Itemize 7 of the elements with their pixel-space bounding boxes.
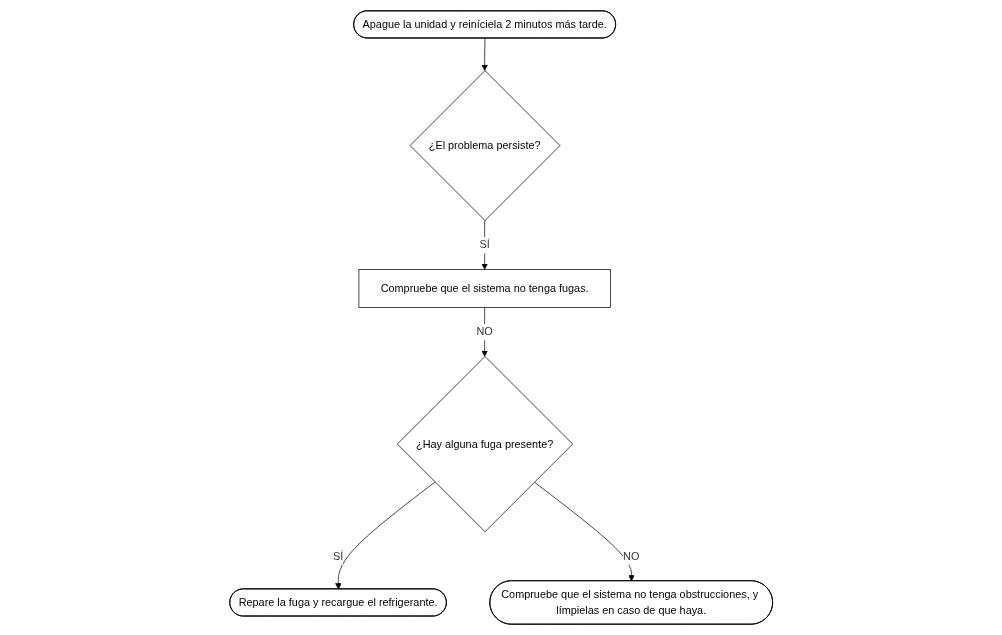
node-diamond: ¿Hay alguna fuga presente? xyxy=(396,356,573,533)
edge-label: SÍ xyxy=(332,549,344,562)
node-box: Compruebe que el sistema no tenga fugas. xyxy=(358,269,611,308)
edge-label: NO xyxy=(476,325,493,338)
edge-label: NO xyxy=(622,549,640,562)
node-diamond: ¿El problema persiste? xyxy=(409,70,561,221)
edge-label: SÍ xyxy=(479,238,490,251)
